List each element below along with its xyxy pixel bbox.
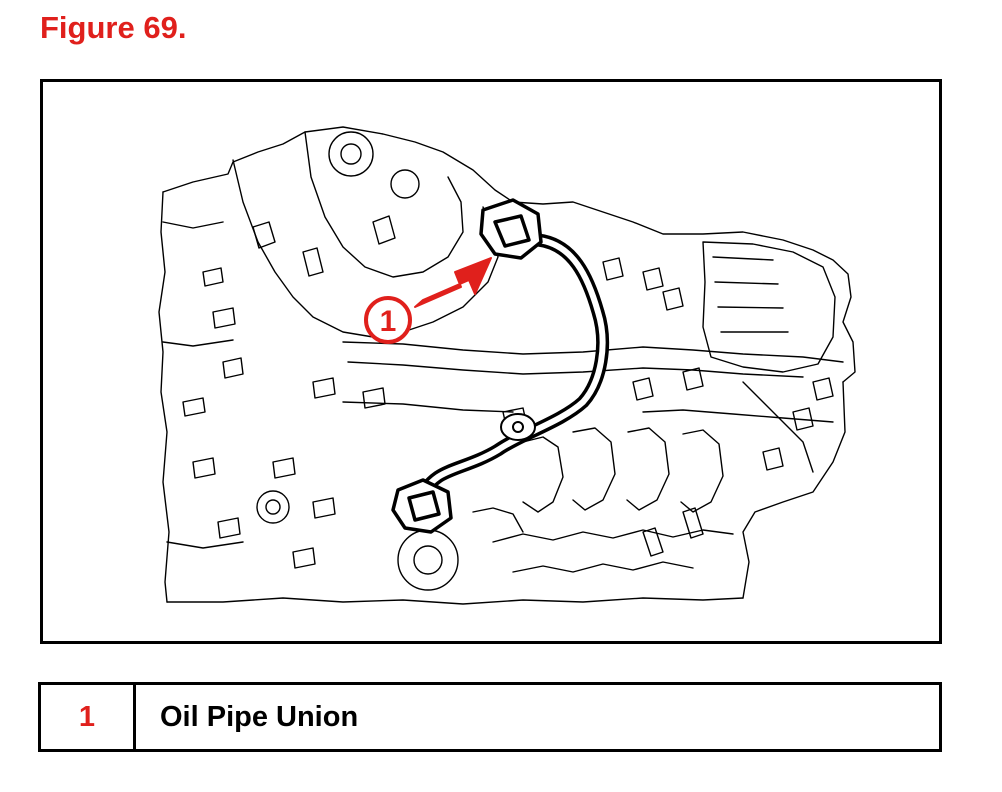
oil-pipe [414,233,610,507]
callout-badge: 1 [364,296,412,344]
callout-arrow [414,257,492,308]
legend-number: 1 [41,685,136,749]
figure-title: Figure 69. [40,10,187,45]
oil-pipe-union-bolt-lower [391,478,453,534]
figure-illustration-frame: 1 [40,79,942,644]
engine-block-outline [158,126,856,605]
pipe-clamp [500,413,536,441]
oil-pipe-union-bolt-upper [479,198,543,260]
engine-line-drawing: 1 [158,126,856,605]
legend-table: 1 Oil Pipe Union [38,682,942,752]
callout-number: 1 [380,305,397,338]
legend-label: Oil Pipe Union [160,700,359,733]
